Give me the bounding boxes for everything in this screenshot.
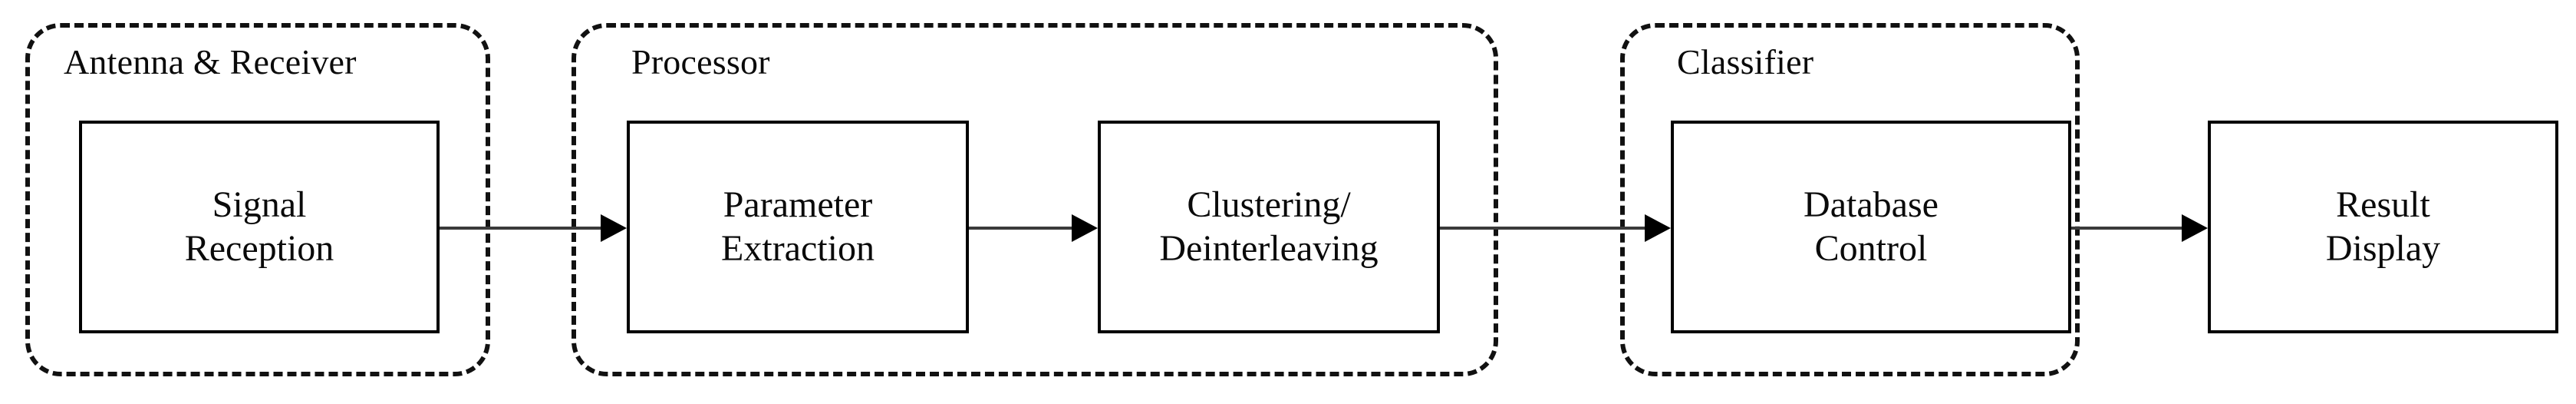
block-label-clustering-deinterleaving: Clustering/ Deinterleaving	[1159, 184, 1379, 269]
block-parameter-extraction[interactable]: Parameter Extraction	[627, 121, 969, 333]
arrow-shaft	[969, 227, 1075, 230]
block-label-result-display: Result Display	[2325, 184, 2441, 269]
block-signal-reception[interactable]: Signal Reception	[79, 121, 440, 333]
block-label-signal-reception: Signal Reception	[184, 184, 334, 269]
block-label-parameter-extraction: Parameter Extraction	[721, 184, 875, 269]
group-label-classifier: Classifier	[1672, 45, 1819, 80]
block-clustering-deinterleaving[interactable]: Clustering/ Deinterleaving	[1098, 121, 1440, 333]
group-label-processor: Processor	[627, 45, 775, 80]
group-label-antenna-receiver: Antenna & Receiver	[59, 45, 361, 80]
group-container-processor	[572, 23, 1498, 376]
arrow-shaft	[440, 227, 604, 230]
block-result-display[interactable]: Result Display	[2208, 121, 2558, 333]
group-container-antenna-receiver	[25, 23, 490, 376]
arrowhead-icon	[1072, 214, 1098, 242]
arrowhead-icon	[601, 214, 627, 242]
arrowhead-icon	[2182, 214, 2208, 242]
arrowhead-icon	[1645, 214, 1671, 242]
arrow-shaft	[2071, 227, 2185, 230]
arrow-shaft	[1440, 227, 1648, 230]
block-label-database-control: Database Control	[1804, 184, 1939, 269]
block-database-control[interactable]: Database Control	[1671, 121, 2071, 333]
group-container-classifier	[1620, 23, 2080, 376]
